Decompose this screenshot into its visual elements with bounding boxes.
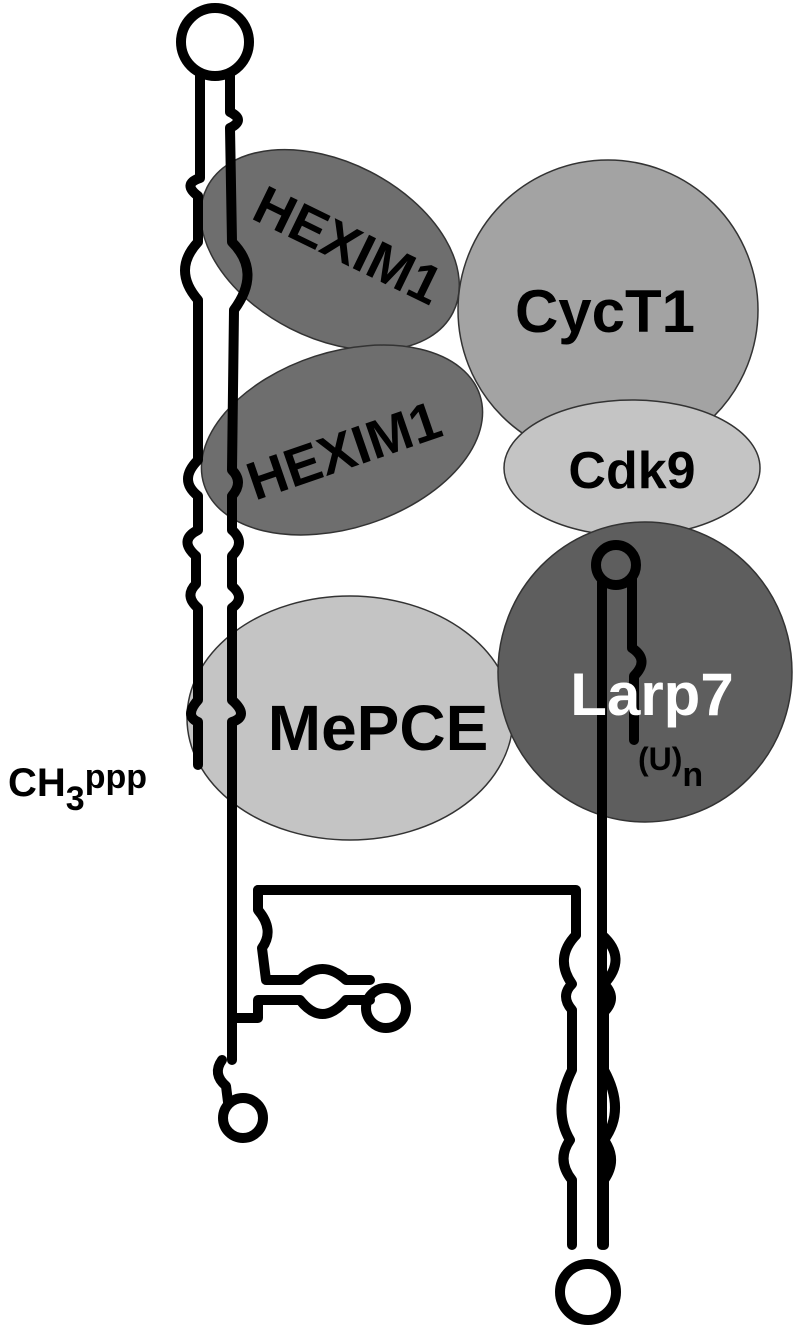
label-5prime-cap-tail: ppp xyxy=(85,758,147,796)
rna-connector-top xyxy=(253,885,581,940)
rna-stem-larp7 xyxy=(627,573,647,725)
label-5prime-cap-sub: 3 xyxy=(66,780,85,818)
label-3prime-polyu-base: (U) xyxy=(638,741,682,777)
protein-hexim1-bottom xyxy=(200,344,484,536)
rna-7sk xyxy=(176,3,647,1325)
rna-stem-1 xyxy=(180,69,205,770)
rna-branch-arm-upper xyxy=(253,885,375,985)
label-mepce: MePCE xyxy=(268,692,489,764)
rna-stem-4 xyxy=(556,930,581,1250)
label-larp7: Larp7 xyxy=(570,661,733,728)
label-3prime-polyu-sub: n xyxy=(682,756,703,794)
rna-hairpin-loop-larp7 xyxy=(591,540,641,590)
label-5prime-cap: CH3ppp xyxy=(8,758,147,818)
label-cyct1: CycT1 xyxy=(515,278,695,345)
rna-hairpin-loop-mid xyxy=(361,983,411,1033)
label-3prime-polyu: (U)n xyxy=(638,741,703,794)
rna-stem-4-strand-2-bulges xyxy=(597,930,621,1250)
rna-hairpin-loop-bottom-right xyxy=(555,1259,621,1325)
rna-stem-1-strand-2 xyxy=(225,69,253,1065)
protein-larp7 xyxy=(497,521,793,823)
label-5prime-cap-base: CH xyxy=(8,761,66,805)
rna-hairpin-loop-bottom-left xyxy=(218,1093,268,1143)
protein-hexim1-top xyxy=(199,148,461,352)
rna-branch-arm xyxy=(227,995,375,1023)
rna-hairpin-loop-top xyxy=(176,3,254,81)
rna-stem-3 xyxy=(212,1055,233,1107)
label-cdk9: Cdk9 xyxy=(568,442,695,500)
